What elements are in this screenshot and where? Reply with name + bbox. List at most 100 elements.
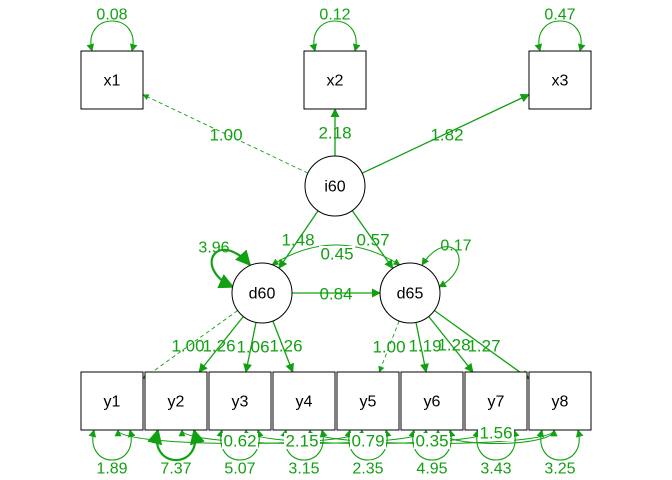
variance-loop-x3 [534,20,586,52]
node-label-x3: x3 [552,73,569,90]
covariance-label-y4-y8: 0.35 [415,432,448,451]
latent-circle [304,155,366,217]
variance-loop-d60 [210,248,252,289]
covariance-label-bg [478,425,514,441]
variance-loop-y3 [216,429,264,461]
observed-node-x3: x3 [528,50,592,110]
path-label-d65-y5: 1.00 [372,338,405,357]
latent-circle [379,262,441,324]
observed-node-y4: y4 [272,371,336,431]
node-label-y6: y6 [424,394,441,411]
variance-label-y7: 3.43 [480,461,511,478]
latent-node-d65: d65 [379,262,441,324]
variance-label-y3: 5.07 [224,461,255,478]
covariance-label-bg [319,246,355,262]
covariance-label-bg [222,433,258,449]
latent-node-i60: i60 [304,155,366,217]
path-label-i60-x1: 1.00 [209,126,242,145]
observed-node-y6: y6 [400,371,464,431]
variance-label-y6: 4.95 [416,461,447,478]
variance-label-x3: 0.47 [544,7,575,24]
path-label-d65-y7: 1.28 [437,336,470,355]
latent-circle [231,262,293,324]
latent-node-d60: d60 [231,262,293,324]
observed-box [528,50,592,110]
covariance-d60-d65 [271,244,401,266]
observed-box [400,371,464,431]
node-label-x2: x2 [327,73,344,90]
variance-label-y2: 7.37 [160,461,191,478]
observed-node-y7: y7 [464,371,528,431]
variance-loop-y7 [472,429,520,461]
path-d65-y8 [433,310,530,380]
path-label-d60-d65: 0.84 [319,285,352,304]
observed-box [80,50,144,110]
covariance-label-bg [350,433,386,449]
observed-node-y1: y1 [80,371,144,431]
node-label-y7: y7 [488,394,505,411]
node-label-y4: y4 [296,394,313,411]
observed-box [80,371,144,431]
observed-box [528,371,592,431]
node-label-i60: i60 [324,179,345,196]
path-label-d60-y1: 1.00 [171,337,204,356]
variance-loop-y5 [344,429,392,461]
path-label-d65-y8: 1.27 [467,337,500,356]
variance-loop-y8 [536,429,584,461]
node-label-y2: y2 [168,394,185,411]
covariance-label-y6-y8: 1.56 [479,424,512,443]
variance-loop-d65 [421,246,460,288]
path-d65-y5 [378,320,400,373]
observed-node-y8: y8 [528,371,592,431]
node-label-x1: x1 [104,73,121,90]
path-d60-y3 [243,322,257,373]
path-d65-y6 [415,322,429,373]
variance-loop-y2 [147,428,205,462]
node-label-y8: y8 [552,394,569,411]
covariance-label-d60-d65: 0.45 [320,245,353,264]
covariance-label-y2-y6: 2.15 [285,432,318,451]
variance-label-y1: 1.89 [96,461,127,478]
variance-label-x1: 0.08 [96,7,127,24]
path-label-d60-y3: 1.06 [236,338,269,357]
path-label-i60-d60: 1.48 [281,231,314,250]
path-d60-y1 [142,310,238,380]
observed-box [303,50,367,110]
covariance-label-y1-y5: 0.62 [223,432,256,451]
path-d65-y7 [428,316,474,373]
variance-loop-x2 [309,20,361,52]
observed-node-x2: x2 [303,50,367,110]
observed-box [336,371,400,431]
path-i60-x1 [142,94,309,174]
variance-label-y8: 3.25 [544,461,575,478]
path-i60-x3 [361,93,530,174]
observed-node-x1: x1 [80,50,144,110]
variance-label-y5: 2.35 [352,461,383,478]
covariance-label-bg [284,433,320,449]
observed-node-y2: y2 [144,371,208,431]
variance-label-d60: 3.96 [198,240,229,257]
observed-node-y3: y3 [208,371,272,431]
observed-box [272,371,336,431]
node-label-y1: y1 [104,394,121,411]
path-label-d60-y4: 1.26 [269,337,302,356]
path-label-i60-x3: 1.82 [430,126,463,145]
variance-label-x2: 0.12 [319,7,350,24]
node-label-d65: d65 [397,286,424,303]
observed-box [208,371,272,431]
path-d60-y2 [198,316,244,373]
observed-node-y5: y5 [336,371,400,431]
covariance-label-bg [414,433,450,449]
variance-loop-y6 [408,429,456,461]
path-label-i60-x2: 2.18 [318,124,351,143]
path-label-d60-y2: 1.26 [202,337,235,356]
node-label-y3: y3 [232,394,249,411]
observed-box [464,371,528,431]
path-i60-d60 [278,210,319,269]
variance-loop-x1 [86,20,138,52]
path-label-i60-d65: 0.57 [356,231,389,250]
variance-label-y4: 3.15 [288,461,319,478]
variance-loop-y1 [88,429,136,461]
path-label-d65-y6: 1.19 [408,337,441,356]
